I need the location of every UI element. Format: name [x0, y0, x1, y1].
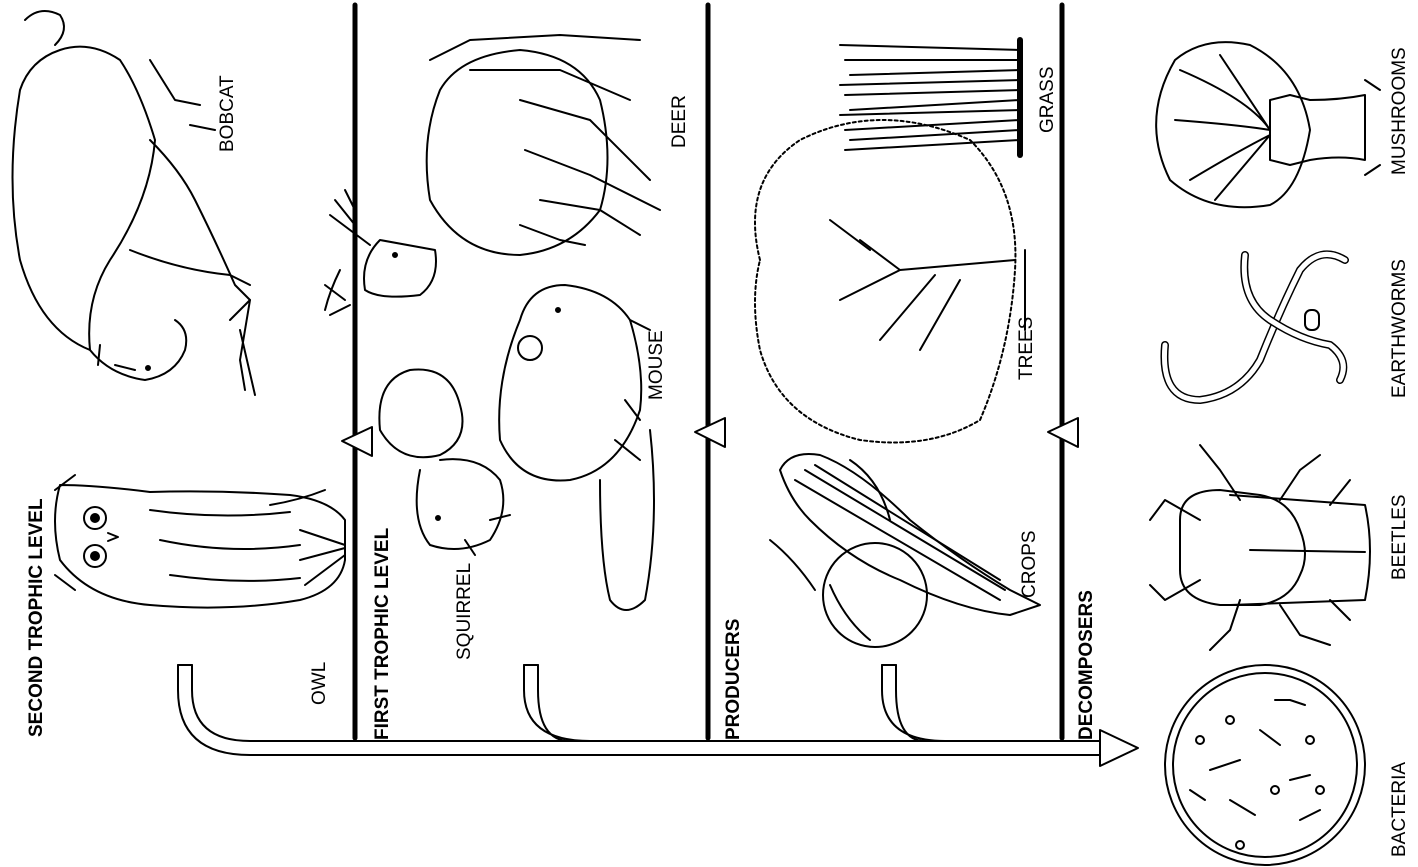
- crops-illustration: [770, 454, 1040, 647]
- label-beetles: BEETLES: [1390, 494, 1409, 580]
- label-first-trophic-level: FIRST TROPHIC LEVEL: [373, 528, 392, 740]
- trees-illustration: [755, 120, 1025, 443]
- label-grass: GRASS: [1038, 66, 1057, 133]
- label-owl: OWL: [310, 662, 329, 705]
- bacteria-illustration: [1165, 665, 1365, 865]
- label-bacteria: BACTERIA: [1390, 762, 1409, 857]
- label-mushrooms: MUSHROOMS: [1390, 47, 1409, 175]
- label-producers: PRODUCERS: [724, 619, 743, 740]
- deer-illustration: [325, 35, 660, 315]
- mouse-illustration: [499, 285, 654, 610]
- label-mouse: MOUSE: [647, 330, 666, 400]
- grass-illustration: [840, 40, 1020, 155]
- mushrooms-illustration: [1156, 42, 1380, 207]
- label-bobcat: BOBCAT: [218, 75, 237, 152]
- earthworms-illustration: [1164, 254, 1345, 400]
- beetles-illustration: [1150, 445, 1370, 650]
- owl-illustration: [55, 475, 345, 608]
- bobcat-illustration: [13, 11, 256, 395]
- label-earthworms: EARTHWORMS: [1390, 259, 1409, 398]
- label-deer: DEER: [670, 95, 689, 148]
- label-squirrel: SQUIRREL: [455, 563, 474, 660]
- squirrel-illustration: [379, 369, 510, 555]
- label-second-trophic-level: SECOND TROPHIC LEVEL: [27, 498, 46, 737]
- label-decomposers: DECOMPOSERS: [1077, 590, 1096, 740]
- label-trees: TREES: [1017, 317, 1036, 380]
- label-crops: CROPS: [1020, 530, 1039, 598]
